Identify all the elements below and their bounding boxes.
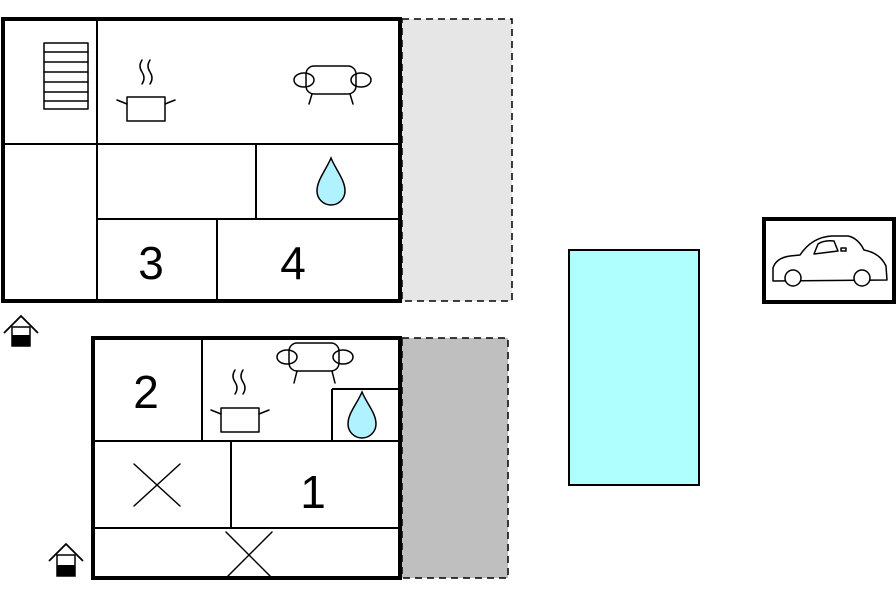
lower-unit: 2 1: [91, 336, 509, 580]
upper-terrace: [401, 18, 513, 302]
room-number: 3: [138, 237, 164, 289]
room-number: 2: [133, 366, 159, 418]
room-number: 4: [280, 237, 306, 289]
entrance-icon: [48, 542, 84, 577]
cross-icon: [225, 531, 273, 579]
stairs-icon: [43, 42, 89, 110]
upper-unit-outline: [1, 17, 402, 303]
entrance-icon: [3, 314, 39, 347]
lower-unit-outline: [91, 336, 402, 580]
cooking-pot-icon: [116, 59, 176, 122]
car-icon: [762, 217, 896, 304]
water-drop-icon: [347, 390, 377, 439]
water-drop-icon: [316, 156, 346, 206]
cooking-pot-icon: [210, 369, 270, 433]
sofa-icon: [293, 65, 372, 105]
sofa-icon: [276, 342, 354, 384]
cross-icon: [133, 463, 181, 507]
pool: [568, 249, 700, 486]
room-number: 1: [300, 466, 326, 518]
upper-unit: 3 4: [1, 17, 513, 303]
lower-terrace: [401, 337, 509, 579]
